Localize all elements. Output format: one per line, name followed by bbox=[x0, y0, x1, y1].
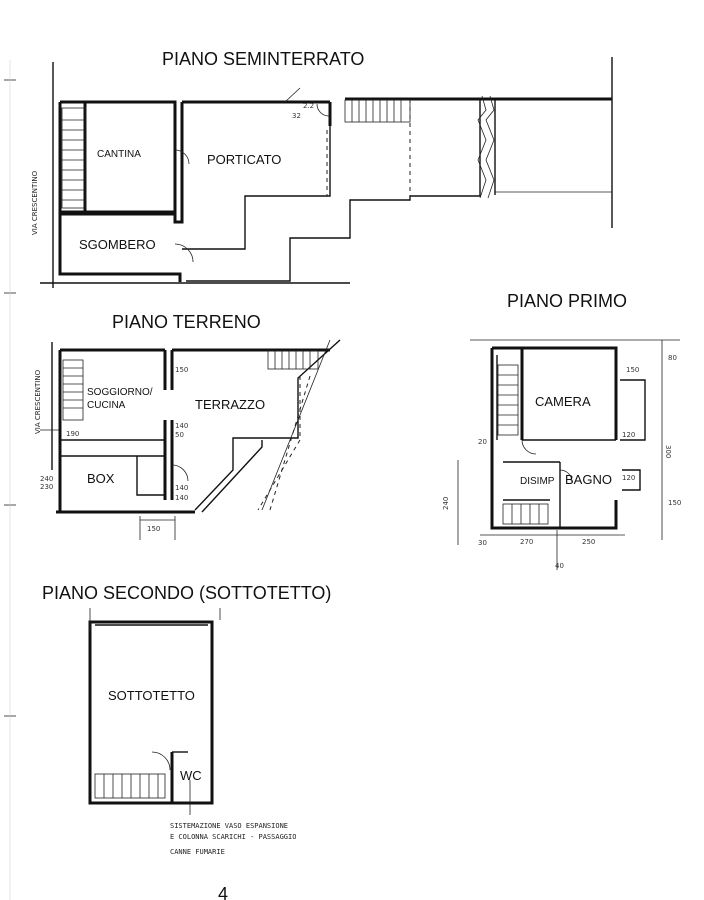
room-wc: WC bbox=[180, 768, 202, 783]
dim-pri-3: 40 bbox=[555, 562, 564, 570]
title-seminterrato: PIANO SEMINTERRATO bbox=[162, 49, 364, 69]
room-sottotetto: SOTTOTETTO bbox=[108, 688, 195, 703]
room-terrazzo: TERRAZZO bbox=[195, 397, 265, 412]
page-number: 4 bbox=[218, 884, 228, 900]
piano-primo: PIANO PRIMO CAMERA DISIMP BAGNO bbox=[442, 291, 681, 570]
dim-ter-8: 140 bbox=[175, 494, 188, 502]
room-disimp: DISIMP bbox=[520, 476, 555, 487]
street-label-terreno: VIA CRESCENTINO bbox=[34, 369, 42, 434]
room-bagno: BAGNO bbox=[565, 472, 612, 487]
dim-pri-12: 20 bbox=[478, 438, 487, 446]
stair-secondo bbox=[94, 773, 166, 799]
room-box: BOX bbox=[87, 471, 115, 486]
dim-ter-1: 150 bbox=[147, 525, 160, 533]
dim-ter-7: 140 bbox=[175, 484, 188, 492]
dim-pri-6: 150 bbox=[668, 499, 681, 507]
dim-pri-4: 80 bbox=[668, 354, 677, 362]
dim-ter-3: 140 bbox=[175, 422, 188, 430]
dim-ter-2: 150 bbox=[175, 366, 188, 374]
title-secondo: PIANO SECONDO (SOTTOTETTO) bbox=[42, 583, 331, 603]
dim-ter-9: 190 bbox=[66, 430, 79, 438]
dim-pri-11: 120 bbox=[622, 474, 635, 482]
dim-sem-1: 2.2 bbox=[303, 102, 314, 110]
piano-seminterrato: PIANO SEMINTERRATO bbox=[31, 49, 613, 288]
dim-pri-9: 240 bbox=[442, 497, 450, 510]
room-cantina: CANTINA bbox=[97, 149, 141, 160]
stair-seminterrato-right bbox=[344, 99, 411, 123]
dim-pri-10: 30 bbox=[478, 539, 487, 547]
note-line-2: E COLONNA SCARICHI - PASSAGGIO bbox=[170, 833, 296, 841]
dim-ter-4: 50 bbox=[175, 431, 184, 439]
street-label-seminterrato: VIA CRESCENTINO bbox=[31, 170, 39, 235]
room-sgombero: SGOMBERO bbox=[79, 237, 156, 252]
dim-ter-6: 230 bbox=[40, 483, 53, 491]
room-soggiorno-line2: CUCINA bbox=[87, 400, 126, 411]
margin-ticks bbox=[4, 60, 16, 900]
room-porticato: PORTICATO bbox=[207, 152, 281, 167]
title-terreno: PIANO TERRENO bbox=[112, 312, 261, 332]
dim-pri-8: 120 bbox=[622, 431, 635, 439]
note-line-1: SISTEMAZIONE VASO ESPANSIONE bbox=[170, 822, 288, 830]
dim-pri-1: 270 bbox=[520, 538, 533, 546]
dim-sem-2: 32 bbox=[292, 112, 301, 120]
stair-primo bbox=[497, 364, 549, 525]
title-primo: PIANO PRIMO bbox=[507, 291, 627, 311]
room-camera: CAMERA bbox=[535, 394, 591, 409]
piano-secondo: PIANO SECONDO (SOTTOTETTO) SOTTOTETTO WC… bbox=[42, 583, 331, 856]
dim-ter-5: 240 bbox=[40, 475, 53, 483]
dim-pri-2: 250 bbox=[582, 538, 595, 546]
stair-terreno-right bbox=[267, 350, 319, 370]
dim-pri-7: 150 bbox=[626, 366, 639, 374]
note-line-3: CANNE FUMARIE bbox=[170, 848, 225, 856]
stair-terreno-left bbox=[62, 359, 84, 421]
piano-terreno: PIANO TERRENO SOG bbox=[34, 312, 341, 540]
stair-seminterrato-left bbox=[61, 107, 87, 209]
dim-pri-5: 300 bbox=[664, 445, 672, 458]
room-soggiorno-line1: SOGGIORNO/ bbox=[87, 387, 153, 398]
